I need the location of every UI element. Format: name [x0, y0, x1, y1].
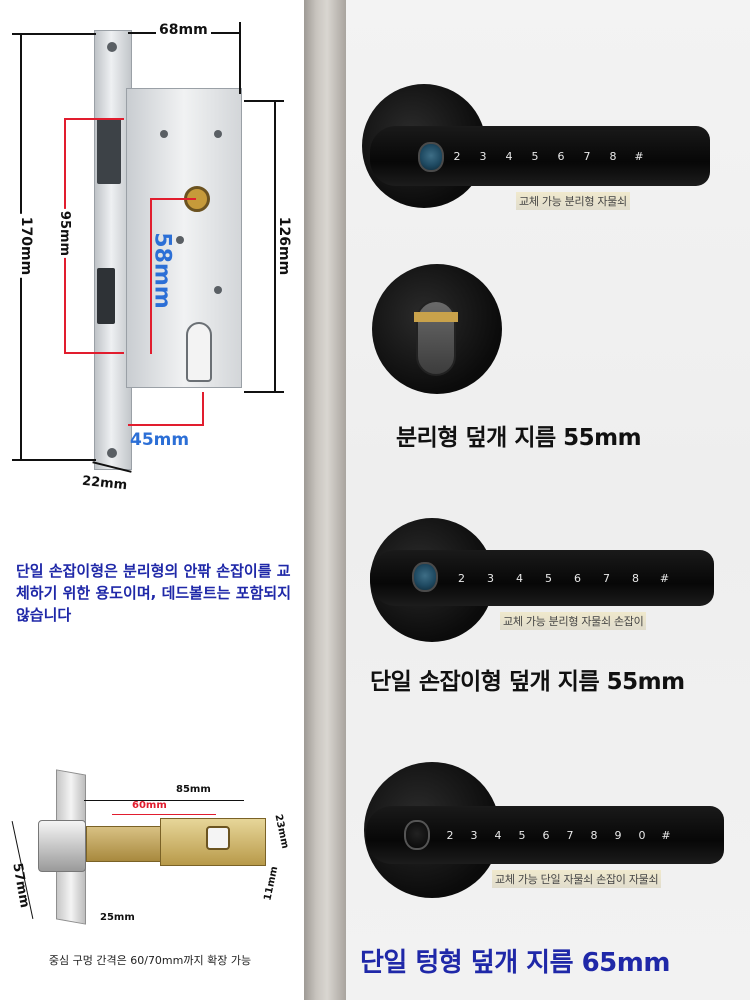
dim-line-red: [64, 118, 124, 120]
keypad-key[interactable]: 3: [470, 828, 478, 842]
dim-height: 170mm: [18, 213, 35, 279]
keypad-key[interactable]: 6: [557, 149, 565, 163]
rivet: [214, 286, 222, 294]
keypad-key[interactable]: 5: [531, 149, 539, 163]
dim-line-red: [150, 198, 196, 200]
fingerprint-sensor-icon: [404, 820, 430, 850]
keypad-key[interactable]: 5: [518, 828, 526, 842]
dim-faceplate: 22mm: [81, 473, 128, 494]
dim-line-red: [64, 352, 124, 354]
keypad-key[interactable]: 8: [609, 149, 617, 163]
mortise-case: [126, 88, 242, 388]
caption-tongue: 단일 텅형 덮개 지름 65mm: [360, 948, 670, 978]
keypad-key[interactable]: 4: [516, 571, 523, 585]
latch-bolt: [97, 118, 121, 184]
dim-latch-height: 57mm: [9, 861, 32, 910]
latch-spindle-hole: [206, 826, 230, 850]
fingerprint-sensor-icon: [418, 142, 444, 172]
caption-split: 분리형 덮개 지름 55mm: [396, 425, 642, 451]
latch-footnote: 중심 구멍 간격은 60/70mm까지 확장 가능: [48, 954, 252, 967]
mortise-faceplate: [94, 30, 132, 470]
dim-line: [12, 459, 96, 461]
dim-line-red: [128, 424, 204, 426]
keypad-key[interactable]: 8: [632, 571, 639, 585]
dim-width: 68mm: [156, 22, 211, 38]
door-frame: [304, 0, 346, 1000]
dim-line-red: [150, 198, 152, 354]
latch-tongue: [38, 820, 86, 872]
deadbolt-slot: [97, 268, 115, 324]
keypad-key[interactable]: 3: [479, 149, 487, 163]
rivet: [160, 130, 168, 138]
keypad-key[interactable]: 3: [487, 571, 494, 585]
fingerprint-sensor-icon: [412, 562, 438, 592]
caption-single: 단일 손잡이형 덮개 지름 55mm: [370, 669, 685, 695]
keypad-key[interactable]: 2: [446, 828, 454, 842]
cylinder-hole: [186, 322, 212, 382]
dim-line-red: [112, 814, 216, 815]
keypad: 12345678#: [418, 150, 652, 163]
dim-line: [84, 800, 244, 801]
keypad-key[interactable]: 5: [545, 571, 552, 585]
dim-center-distance: 58mm: [149, 232, 175, 309]
keypad-key[interactable]: 4: [494, 828, 502, 842]
latch-tube: [86, 826, 162, 862]
dim-latch-tongue-w: 11mm: [262, 865, 281, 902]
keypad-key[interactable]: #: [634, 149, 644, 163]
dim-latch-plate-width: 25mm: [100, 912, 135, 923]
dim-line: [239, 22, 241, 94]
keypad-key[interactable]: 2: [458, 571, 465, 585]
dim-latch-tongue-h: 23mm: [272, 813, 291, 850]
dim-line: [244, 391, 284, 393]
dim-line: [274, 100, 276, 392]
keypad-key[interactable]: 0: [638, 828, 646, 842]
dim-inner-height: 126mm: [276, 213, 293, 279]
keypad: 12345678#: [418, 572, 679, 585]
keypad-key[interactable]: 6: [574, 571, 581, 585]
keypad-key[interactable]: 8: [590, 828, 598, 842]
keypad: 1234567890#: [414, 829, 678, 842]
product-tag: 교체 가능 단일 자물쇠 손잡이 자물쇠: [492, 870, 662, 888]
dim-latch-gap: 95mm: [57, 208, 73, 259]
keyway-icon: [414, 312, 458, 322]
keypad-key[interactable]: 7: [583, 149, 591, 163]
usage-note: 단일 손잡이형은 분리형의 안팎 손잡이를 교체하기 위한 용도이며, 데드볼트…: [16, 562, 291, 624]
dim-latch-backset: 60mm: [132, 800, 167, 811]
keypad-key[interactable]: #: [661, 828, 671, 842]
keypad-key[interactable]: 7: [603, 571, 610, 585]
dim-latch-length: 85mm: [176, 784, 211, 795]
dim-line: [12, 33, 96, 35]
product-tag: 교체 가능 분리형 자물쇠 손잡이: [500, 612, 647, 630]
keypad-key[interactable]: #: [659, 571, 670, 585]
dim-backset: 45mm: [130, 430, 190, 450]
rivet: [214, 130, 222, 138]
product-tag: 교체 가능 분리형 자물쇠: [516, 192, 630, 210]
keypad-key[interactable]: 6: [542, 828, 550, 842]
dim-line-red: [202, 392, 204, 426]
keypad-key[interactable]: 9: [614, 828, 622, 842]
dim-line: [244, 100, 284, 102]
keypad-key[interactable]: 7: [566, 828, 574, 842]
rivet: [176, 236, 184, 244]
keypad-key[interactable]: 4: [505, 149, 513, 163]
keypad-key[interactable]: 2: [453, 149, 461, 163]
screw-hole: [107, 448, 117, 458]
screw-hole: [107, 42, 117, 52]
